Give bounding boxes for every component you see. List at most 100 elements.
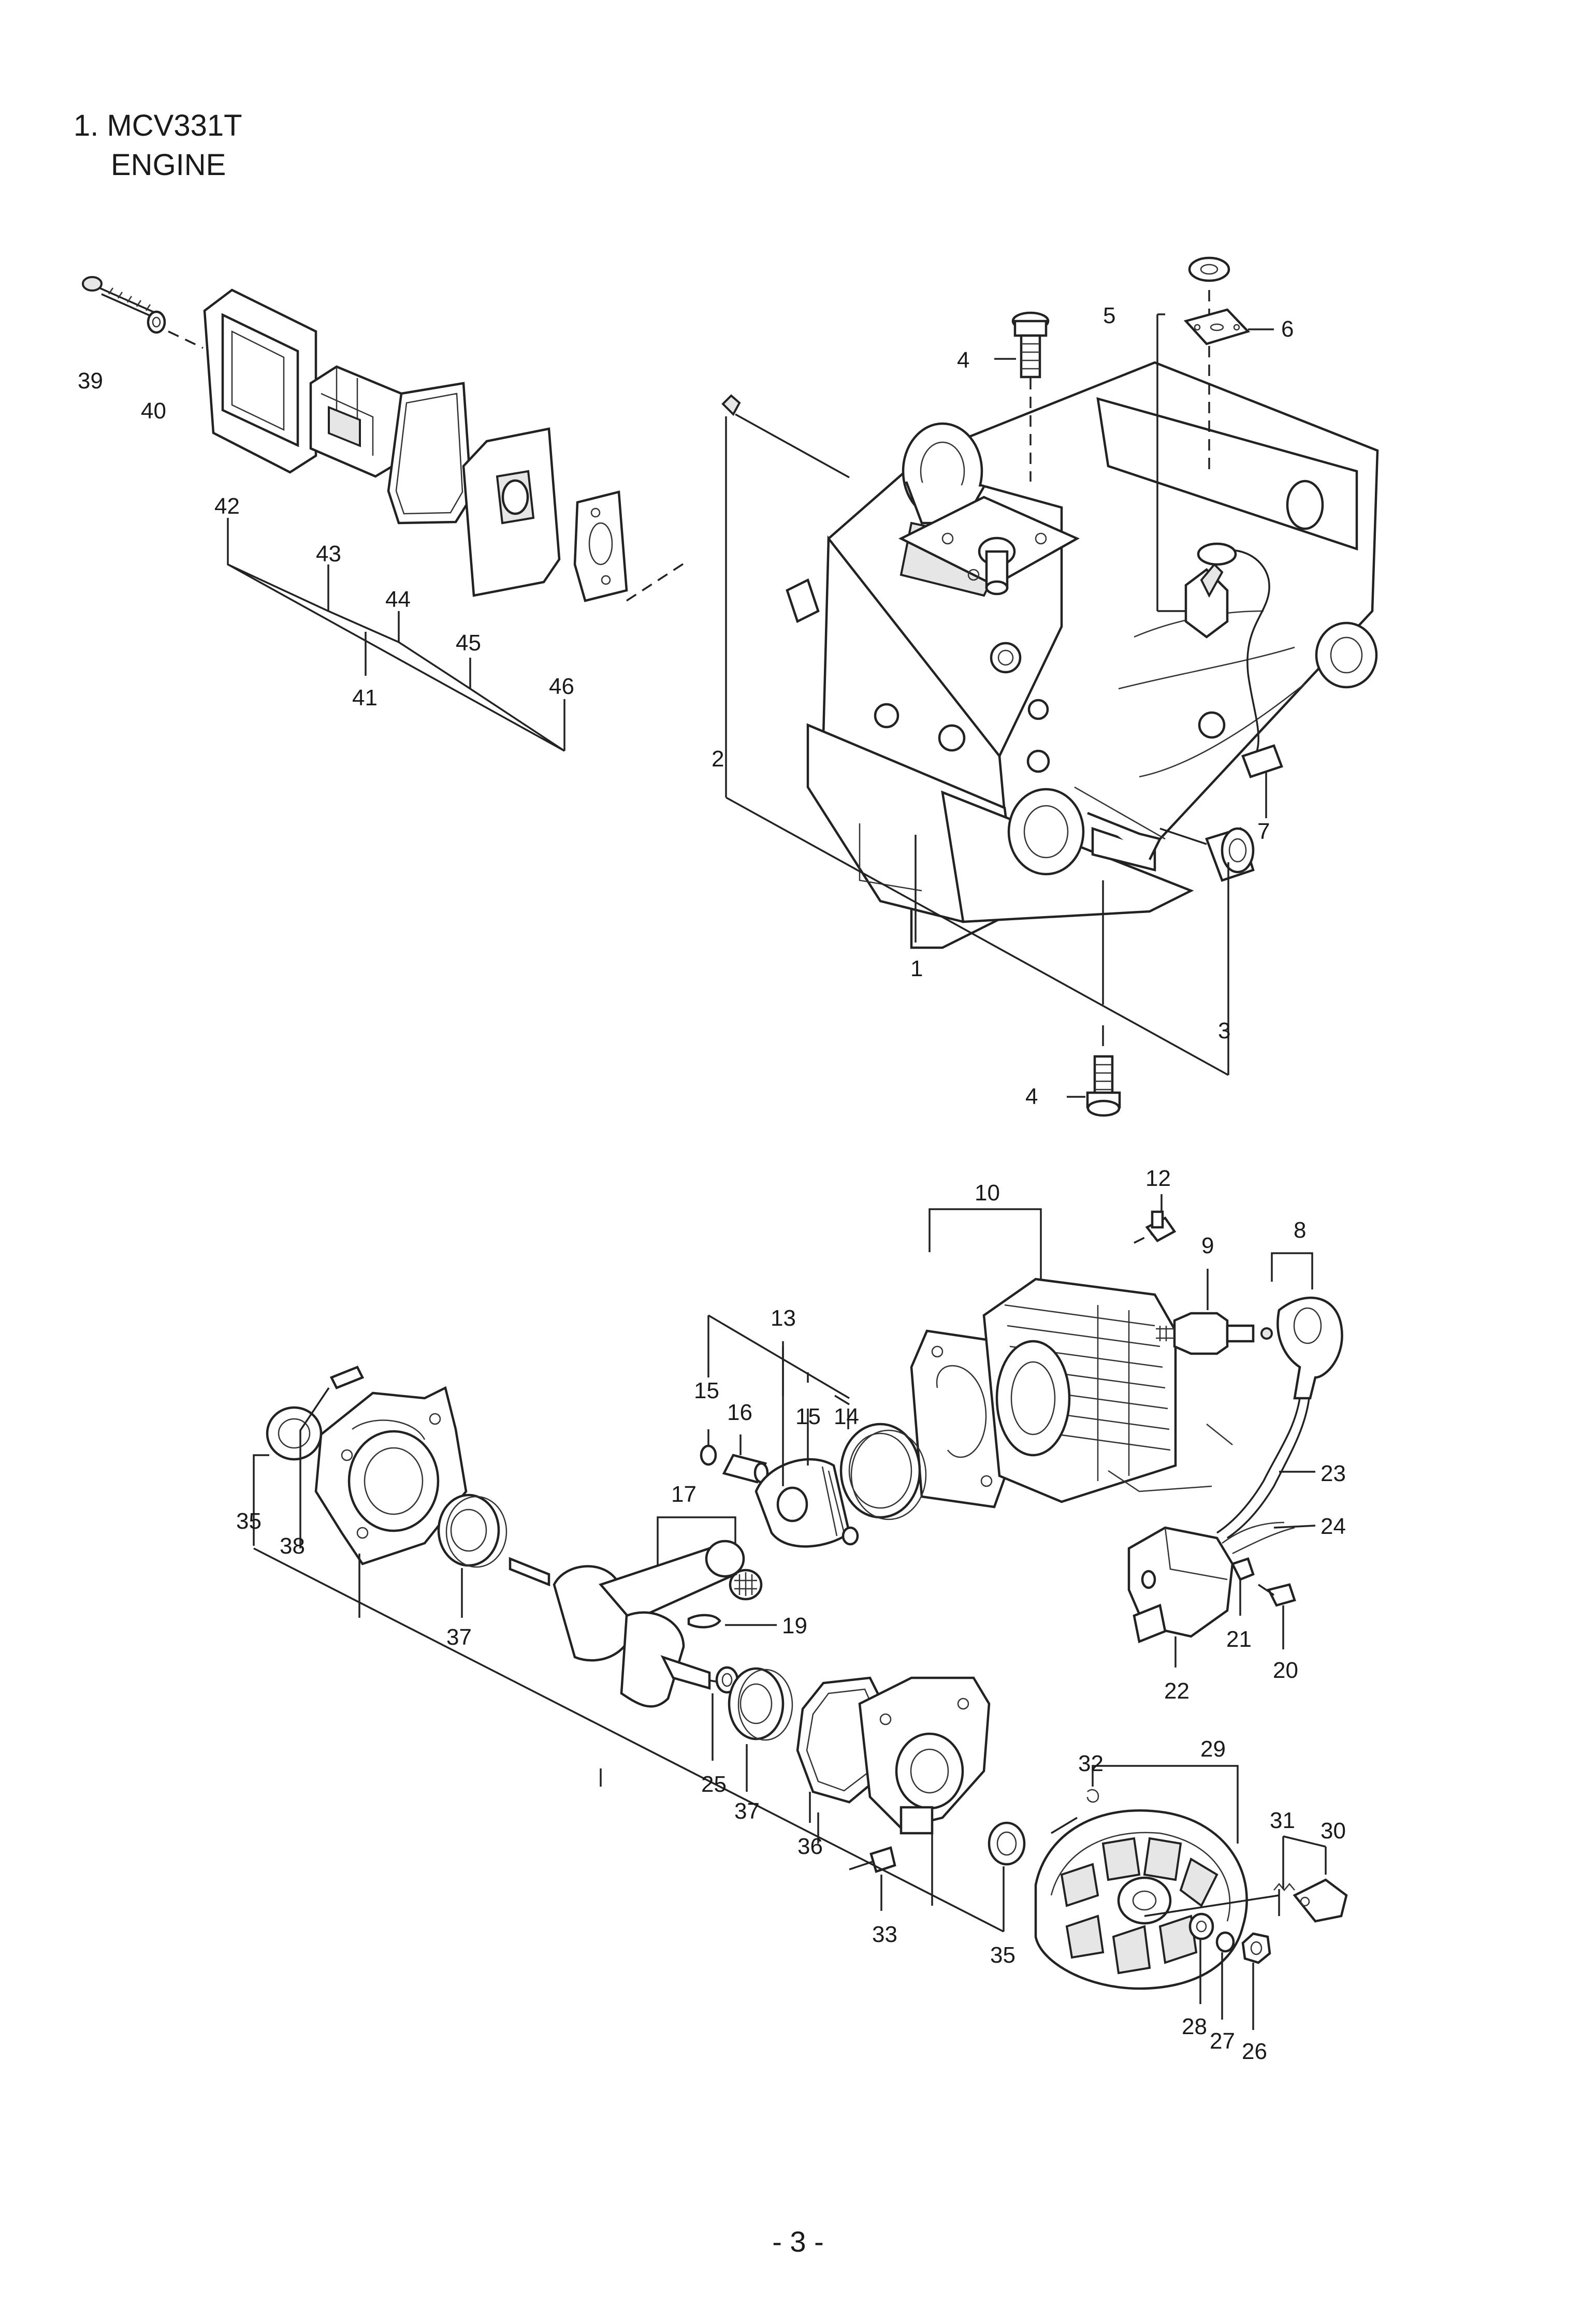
- part-6-plate: [1183, 308, 1274, 345]
- cylinder-group: [910, 1194, 1343, 1667]
- section-title: ENGINE: [111, 148, 226, 182]
- part-16-piston-pin: [722, 1434, 769, 1484]
- page-number: - 3 -: [772, 2225, 824, 2258]
- part-40-nut: [147, 310, 166, 334]
- crankcase-half-right: [858, 1676, 991, 1906]
- part-3-bushing: [1159, 827, 1255, 882]
- callout-13: 13: [771, 1306, 796, 1331]
- callout-37-left: 37: [446, 1625, 472, 1650]
- crankcase-half-left: [314, 1386, 468, 1618]
- part-1-crankcase-body: [786, 361, 1379, 949]
- part-22-ignition-coil: [1127, 1521, 1295, 1667]
- callout-35-left: 35: [236, 1509, 262, 1534]
- callout-41: 41: [352, 685, 378, 710]
- part-38-dowel-pin: [299, 1366, 365, 1548]
- callout-30: 30: [1321, 1818, 1346, 1844]
- callout-labels: 1 2 3 4 4 5 6 7 8 9 10 12 13 14 15 15 16…: [78, 303, 1346, 2064]
- crankcase-group: [721, 256, 1379, 1117]
- part-44-gasket: [387, 382, 473, 525]
- part-15-circlip-right: [807, 1409, 859, 1546]
- part-4-bolt-lower: [1067, 1055, 1121, 1117]
- callout-21: 21: [1226, 1627, 1252, 1652]
- part-31-spring: [1273, 1864, 1295, 1916]
- page-title: 1. MCV331T ENGINE: [74, 106, 242, 185]
- part-8-plug-cap: [1271, 1252, 1343, 1400]
- callout-25: 25: [701, 1772, 727, 1797]
- crankshaft-group: [253, 1366, 1026, 1933]
- callout-26: 26: [1242, 2039, 1267, 2064]
- part-9-spark-plug: [1156, 1269, 1273, 1355]
- callout-19: 19: [782, 1613, 807, 1638]
- callout-4-upper: 4: [957, 347, 969, 373]
- callout-38: 38: [280, 1533, 305, 1559]
- part-26-nut: [1241, 1932, 1271, 2030]
- air-filter-group: [82, 276, 689, 752]
- part-37-bearing-right: [728, 1667, 793, 1792]
- part-46-gasket: [573, 490, 628, 602]
- callout-29: 29: [1200, 1736, 1226, 1762]
- callout-24: 24: [1321, 1514, 1346, 1539]
- callout-9: 9: [1201, 1233, 1214, 1258]
- part-5-switch-assembly: [1156, 256, 1270, 767]
- part-43-filter-element: [309, 365, 403, 478]
- part-42-air-cleaner-cover: [203, 288, 317, 474]
- part-10-cylinder: [982, 1278, 1177, 1503]
- callout-20: 20: [1273, 1658, 1298, 1683]
- callout-42: 42: [214, 494, 240, 519]
- part-39-bolt: [82, 276, 156, 319]
- part-37-bearing-left: [437, 1493, 507, 1618]
- callout-6: 6: [1281, 316, 1294, 342]
- part-35-oil-seal-left: [253, 1406, 323, 1546]
- part-7-terminal: [1241, 744, 1283, 818]
- part-45-filter-base: [462, 427, 561, 597]
- part-29-flywheel: [1034, 1809, 1280, 1990]
- callout-32: 32: [1078, 1751, 1104, 1776]
- callout-27: 27: [1210, 2028, 1235, 2054]
- callout-39: 39: [78, 368, 103, 394]
- part-27-lock-washer: [1215, 1931, 1235, 2020]
- part-15-circlip: [700, 1429, 717, 1466]
- callout-14: 14: [834, 1404, 859, 1429]
- part-28-washer: [1188, 1912, 1214, 2004]
- callout-43: 43: [316, 541, 341, 567]
- callout-3: 3: [1218, 1018, 1230, 1043]
- model-title: 1. MCV331T: [74, 109, 242, 142]
- piston-group: [657, 1314, 927, 1601]
- part-2-pin: [721, 394, 850, 797]
- part-20-screw: [1258, 1583, 1296, 1649]
- callout-31: 31: [1270, 1808, 1295, 1833]
- callout-37-right: 37: [734, 1799, 760, 1824]
- part-12-bolt: [1134, 1194, 1177, 1244]
- part-17-needle-bearing: [657, 1516, 763, 1601]
- callout-15-left: 15: [694, 1378, 719, 1403]
- callout-28: 28: [1182, 2014, 1207, 2039]
- callout-8: 8: [1294, 1217, 1306, 1243]
- callout-45: 45: [456, 630, 481, 656]
- part-30-pawl: [1293, 1878, 1348, 1923]
- callout-1: 1: [910, 956, 923, 981]
- callout-17: 17: [671, 1482, 697, 1507]
- part-14-piston-rings: [839, 1409, 927, 1520]
- callout-44: 44: [385, 587, 411, 612]
- callout-5: 5: [1103, 303, 1115, 328]
- part-4-bolt-upper: [994, 311, 1050, 482]
- callout-46: 46: [549, 674, 574, 699]
- flywheel-group: [1034, 1765, 1348, 2030]
- callout-7: 7: [1257, 819, 1270, 844]
- callout-10: 10: [975, 1180, 1000, 1206]
- callout-35-right: 35: [990, 1942, 1015, 1968]
- callout-22: 22: [1164, 1678, 1189, 1704]
- callout-2: 2: [712, 746, 724, 772]
- callout-15-right: 15: [795, 1404, 821, 1429]
- part-35-oil-seal-right: [988, 1821, 1026, 1932]
- part-19-key: [687, 1614, 777, 1629]
- callout-12: 12: [1145, 1166, 1171, 1191]
- callout-4-lower: 4: [1025, 1084, 1038, 1109]
- callout-16: 16: [727, 1400, 752, 1425]
- part-13-piston: [755, 1341, 851, 1548]
- callout-40: 40: [141, 398, 166, 424]
- callout-33: 33: [872, 1922, 897, 1947]
- callout-36: 36: [797, 1834, 823, 1859]
- part-21-terminal: [1230, 1557, 1255, 1616]
